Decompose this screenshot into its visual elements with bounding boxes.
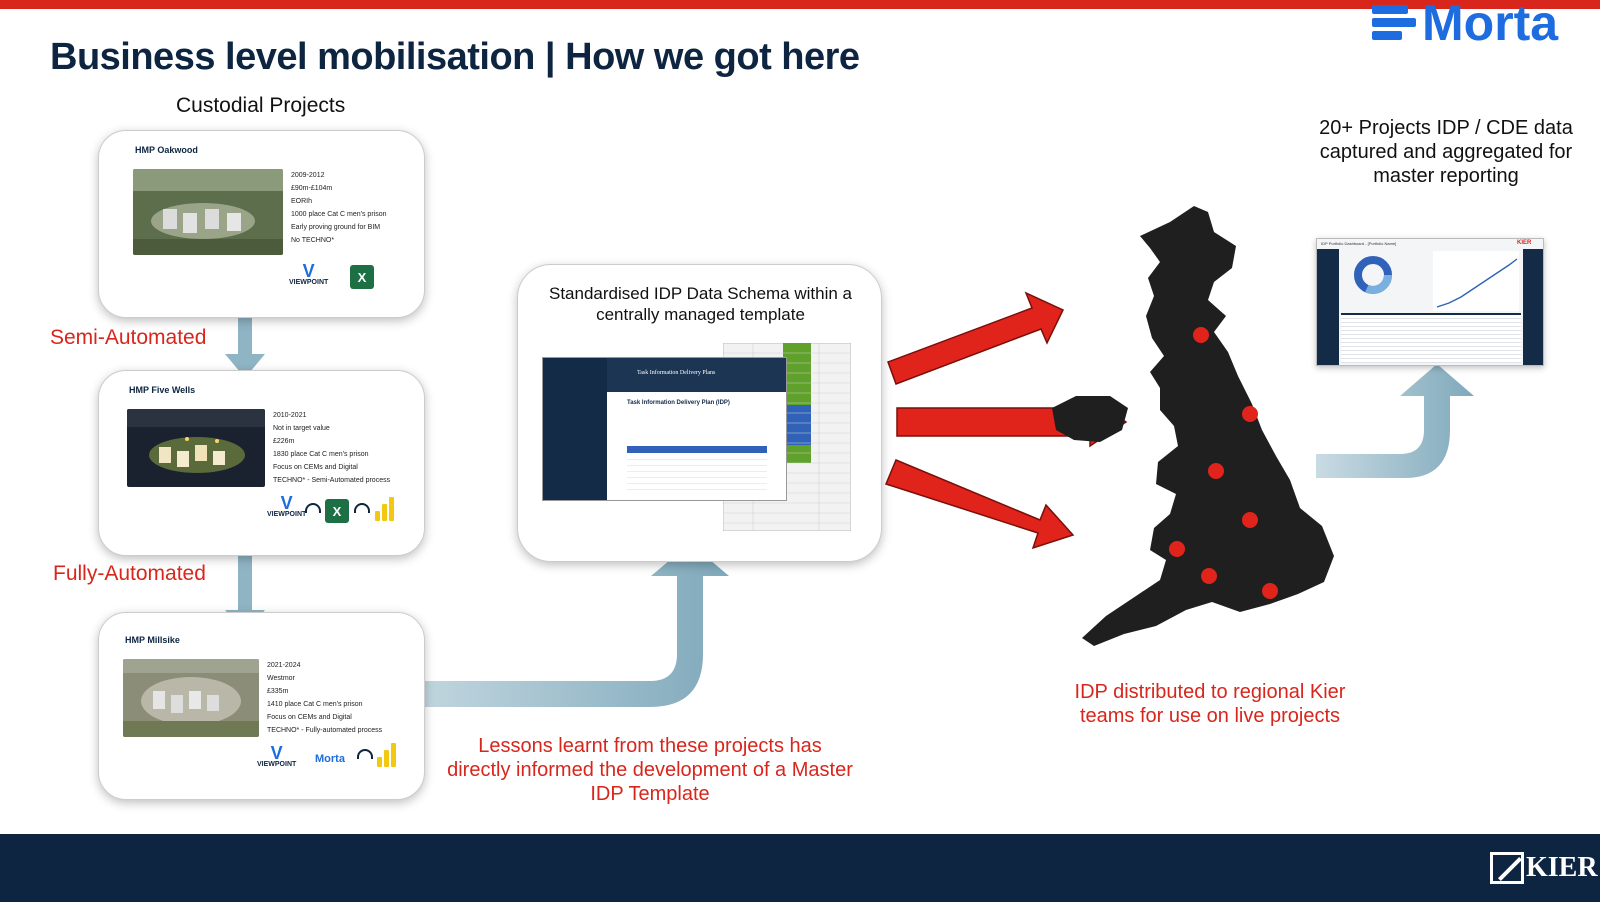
idp-distributed-text: IDP distributed to regional Kier teams f…	[1074, 681, 1346, 727]
powerbi-logo	[377, 743, 397, 767]
dashboard-donut-chart	[1354, 256, 1392, 294]
template-table-body	[627, 454, 767, 494]
template-sidebar	[543, 358, 607, 500]
slide-title: Business level mobilisation | How we got…	[50, 36, 860, 78]
fully-automated-label: Fully-Automated	[53, 562, 206, 585]
morta-small-logo: Morta	[315, 753, 345, 765]
project-name: HMP Five Wells	[129, 385, 196, 395]
project-name: HMP Oakwood	[135, 145, 198, 155]
kier-logo: KIER	[1490, 852, 1598, 884]
connector-arc-icon	[305, 503, 321, 513]
project-aerial-photo	[127, 409, 265, 487]
top-accent-bar	[0, 0, 1600, 9]
template-banner: Task Information Delivery Plans	[607, 358, 786, 392]
excel-logo: X	[350, 265, 374, 289]
schema-card-text: Standardised IDP Data Schema within a ce…	[548, 284, 853, 324]
footer-band	[0, 834, 1600, 902]
morta-mark-icon	[1372, 3, 1416, 43]
map-marker	[1169, 541, 1185, 557]
dashboard-kier-brand: KIER	[1517, 240, 1532, 246]
kier-wordmark: KIER	[1526, 852, 1598, 883]
connector-arc-icon	[357, 749, 373, 759]
map-marker	[1208, 463, 1224, 479]
map-marker	[1242, 406, 1258, 422]
map-markers	[1169, 327, 1278, 599]
map-marker	[1262, 583, 1278, 599]
dashboard-left-nav	[1317, 249, 1339, 365]
powerbi-logo	[375, 497, 395, 521]
connector-arc-icon	[354, 503, 370, 513]
morta-wordmark: Morta	[1422, 0, 1559, 51]
dashboard-right-nav	[1523, 249, 1543, 365]
morta-logo: Morta	[1372, 0, 1592, 51]
map-marker	[1193, 327, 1209, 343]
map-northern-ireland	[1052, 396, 1128, 442]
down-arrow-1	[225, 288, 265, 378]
excel-logo: X	[325, 499, 349, 523]
dashboard-header: IDP Portfolio Dashboard - [Portfolio Nam…	[1321, 241, 1397, 246]
map-marker	[1201, 568, 1217, 584]
dashboard-line-chart	[1433, 251, 1519, 311]
data-captured-text: 20+ Projects IDP / CDE data captured and…	[1319, 117, 1573, 187]
template-window-thumbnail: Task Information Delivery Plans Task Inf…	[542, 357, 787, 501]
template-table-header	[627, 446, 767, 453]
red-arrow-upper	[887, 291, 1065, 385]
red-arrow-lower	[884, 459, 1075, 550]
project-name: HMP Millsike	[125, 635, 180, 645]
idp-schema-card: Standardised IDP Data Schema within a ce…	[517, 264, 882, 562]
semi-automated-label: Semi-Automated	[50, 326, 207, 349]
template-heading: Task Information Delivery Plan (IDP)	[627, 400, 730, 406]
kier-mark-icon	[1490, 852, 1524, 884]
down-arrow-2	[225, 536, 265, 634]
portfolio-dashboard-thumbnail: IDP Portfolio Dashboard - [Portfolio Nam…	[1316, 238, 1544, 366]
bend-arrow-to-dashboard	[1316, 364, 1474, 478]
project-aerial-photo	[123, 659, 259, 737]
custodial-projects-label: Custodial Projects	[176, 94, 346, 117]
map-great-britain	[1082, 206, 1334, 646]
project-aerial-photo	[133, 169, 283, 255]
dashboard-table	[1341, 313, 1521, 363]
map-marker	[1242, 512, 1258, 528]
lessons-learnt-text: Lessons learnt from these projects has d…	[447, 735, 853, 805]
